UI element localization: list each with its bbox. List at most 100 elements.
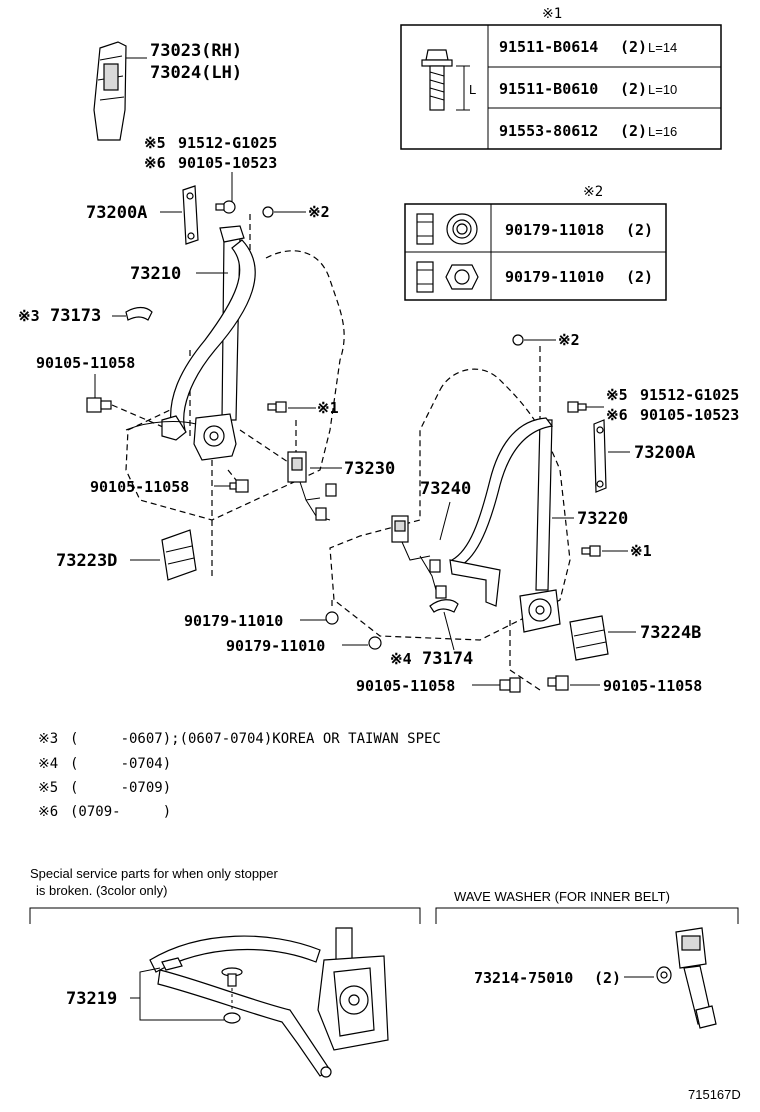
label-73230: 73230 xyxy=(344,459,395,479)
outer-belt-73210 xyxy=(170,225,256,431)
bolt-row-1-qty: (2) xyxy=(620,38,647,56)
bolt-icon-mark1-a xyxy=(267,401,287,413)
note-3-mark: ※3 xyxy=(38,731,58,747)
bolt-row-3-qty: (2) xyxy=(620,122,647,140)
bolt-row-1-len: L=14 xyxy=(648,40,677,55)
bolt-row-2-pn: 91511-B0610 xyxy=(499,80,598,98)
bolt-table-mark: ※1 xyxy=(542,6,562,22)
label-73023: 73023(RH) xyxy=(150,41,242,61)
bolt-table-frame xyxy=(400,24,722,150)
bolt-icon-mark1-b xyxy=(581,545,601,557)
label-73219: 73219 xyxy=(66,989,117,1009)
service-note-line-2: is broken. (3color only) xyxy=(36,883,168,898)
bolt-row-2-len: L=10 xyxy=(648,82,677,97)
stopper-cap-part xyxy=(223,1012,241,1024)
bolt-row-3-pn: 91553-80612 xyxy=(499,122,598,140)
nut-top-icon xyxy=(445,264,479,290)
nut-icon-left-top xyxy=(262,206,274,218)
label-90105-11058-d: 90105-11058 xyxy=(603,677,702,695)
cover-73173-part xyxy=(125,306,153,321)
mark-6-right: ※6 xyxy=(606,406,628,424)
label-91512-G1025-right: 91512-G1025 xyxy=(640,386,739,404)
label-73220: 73220 xyxy=(577,509,628,529)
note-6-text: (0709- ) xyxy=(70,804,171,820)
retractor-cover-73224B xyxy=(569,615,609,661)
label-90105-10523-right: 90105-10523 xyxy=(640,406,739,424)
label-73200A-left: 73200A xyxy=(86,203,147,223)
inner-belt-buckle-drawing xyxy=(675,927,717,1029)
mark-6-left: ※6 xyxy=(144,154,166,172)
label-73240: 73240 xyxy=(420,479,471,499)
bolt-90105-11058-a xyxy=(86,397,112,413)
label-91512-G1025-left: 91512-G1025 xyxy=(178,134,277,152)
label-washer-qty: (2) xyxy=(594,969,621,987)
mark-4: ※4 xyxy=(390,650,412,668)
mark-1-a: ※1 xyxy=(317,399,339,417)
shoulder-anchor-adjuster-right xyxy=(593,419,607,493)
wave-washer-part xyxy=(656,966,672,984)
note-5-mark: ※5 xyxy=(38,780,58,796)
wave-washer-section: WAVE WASHER (FOR INNER BELT) 73214-75010… xyxy=(435,889,739,1029)
label-73173: 73173 xyxy=(50,306,101,326)
nut-row-2-pn: 90179-11010 xyxy=(505,268,604,286)
label-90105-10523-left: 90105-10523 xyxy=(178,154,277,172)
cover-73174-part xyxy=(429,599,459,613)
nut-row-2-qty: (2) xyxy=(626,268,653,286)
nut-row-1-qty: (2) xyxy=(626,221,653,239)
flange-bolt-icon: L xyxy=(421,49,476,111)
stopper-button-part xyxy=(221,967,243,987)
nut-table: ※2 90179-11018 (2) 90179-11010 (2) xyxy=(404,184,667,301)
retractor-cover-73223D xyxy=(161,529,197,581)
label-73210: 73210 xyxy=(130,264,181,284)
shoulder-anchor-adjuster-left xyxy=(182,185,199,245)
diagram-id: 715167D xyxy=(688,1087,741,1102)
bolt-row-3-len: L=16 xyxy=(648,124,677,139)
buckle-73240-part xyxy=(391,515,447,599)
label-90105-11058-c: 90105-11058 xyxy=(356,677,455,695)
length-dim-label: L xyxy=(469,82,476,97)
service-note-line-1: Special service parts for when only stop… xyxy=(30,866,279,881)
flange-nut-side-icon xyxy=(416,213,434,245)
bolt-row-2-qty: (2) xyxy=(620,80,647,98)
mark-2-b: ※2 xyxy=(558,331,580,349)
pillar-trim-cover-part xyxy=(93,41,127,141)
bolt-90105-11058-d xyxy=(547,675,569,691)
nut-icon-right-top xyxy=(512,334,524,346)
label-73024: 73024(LH) xyxy=(150,63,242,83)
note-3-text: ( -0607);(0607-0704)KOREA OR TAIWAN SPEC xyxy=(70,731,441,747)
label-90105-11058-b: 90105-11058 xyxy=(90,478,189,496)
left-seat-assembly: 73023(RH) 73024(LH) ※5 91512-G1025 ※6 90… xyxy=(18,41,395,581)
bolt-90105-11058-b xyxy=(229,479,249,493)
outer-belt-73220 xyxy=(449,417,554,607)
mark-1-b: ※1 xyxy=(630,542,652,560)
retractor-right xyxy=(519,589,561,633)
note-5-text: ( -0709) xyxy=(70,780,171,796)
anchor-bolt-left xyxy=(215,200,236,214)
note-6-mark: ※6 xyxy=(38,804,58,820)
flange-nut-top-icon xyxy=(446,213,478,245)
stopper-belt-drawing xyxy=(149,927,389,1078)
mark-2-a: ※2 xyxy=(308,203,330,221)
label-73174: 73174 xyxy=(422,649,473,669)
label-73224B: 73224B xyxy=(640,623,701,643)
mark-5-right: ※5 xyxy=(606,386,628,404)
note-4-text: ( -0704) xyxy=(70,756,171,772)
mark-3: ※3 xyxy=(18,307,40,325)
wave-washer-title: WAVE WASHER (FOR INNER BELT) xyxy=(454,889,670,904)
label-73223D: 73223D xyxy=(56,551,117,571)
nut-table-mark: ※2 xyxy=(583,184,603,200)
label-90105-11058-a: 90105-11058 xyxy=(36,354,135,372)
bolt-table: ※1 L 91511-B0614 (2) L=14 91511-B0610 (2… xyxy=(400,6,722,150)
buckle-73230-part xyxy=(287,451,337,521)
bolt-row-1-pn: 91511-B0614 xyxy=(499,38,598,56)
bolt-90105-11058-c xyxy=(499,677,521,693)
nut-90179-11010-b xyxy=(368,636,382,650)
spec-notes: ※3 ( -0607);(0607-0704)KOREA OR TAIWAN S… xyxy=(38,731,441,820)
retractor-left xyxy=(125,413,237,461)
label-73214-75010: 73214-75010 xyxy=(474,969,573,987)
mark-5-left: ※5 xyxy=(144,134,166,152)
label-90179-11010-b: 90179-11010 xyxy=(226,637,325,655)
right-seat-assembly: ※2 ※5 91512-G1025 ※6 90105-10523 73200A … xyxy=(184,331,739,695)
anchor-bolt-right xyxy=(567,401,587,413)
